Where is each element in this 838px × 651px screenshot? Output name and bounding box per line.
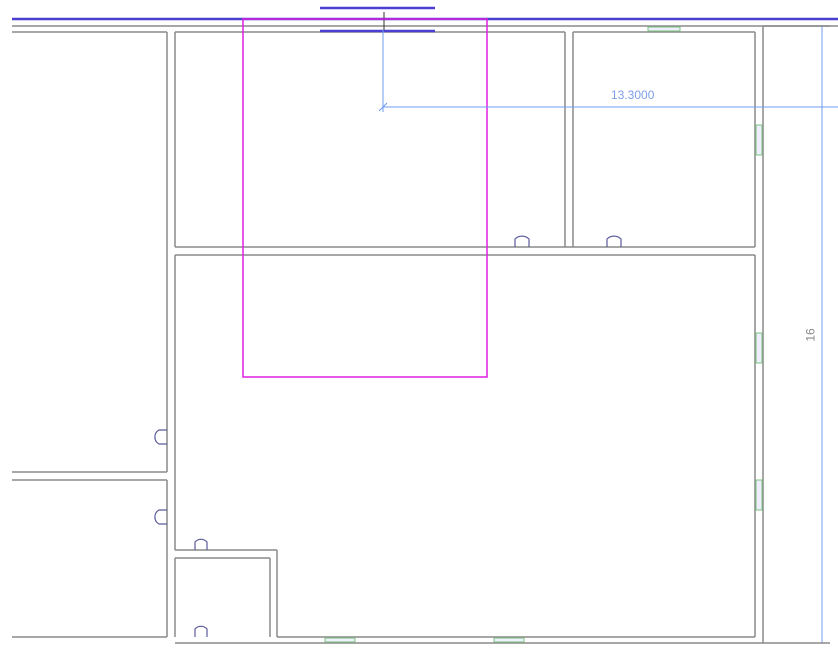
horizontal-dimension-label[interactable]: 13.3000: [611, 88, 655, 102]
doors: [154, 235, 622, 637]
selection-box[interactable]: [242, 18, 488, 378]
vertical-dimension[interactable]: [763, 25, 830, 644]
horizontal-dimension[interactable]: [378, 30, 838, 112]
windows: [324, 26, 763, 643]
vertical-dimension-label[interactable]: 16: [803, 328, 818, 342]
walls: [12, 25, 838, 644]
